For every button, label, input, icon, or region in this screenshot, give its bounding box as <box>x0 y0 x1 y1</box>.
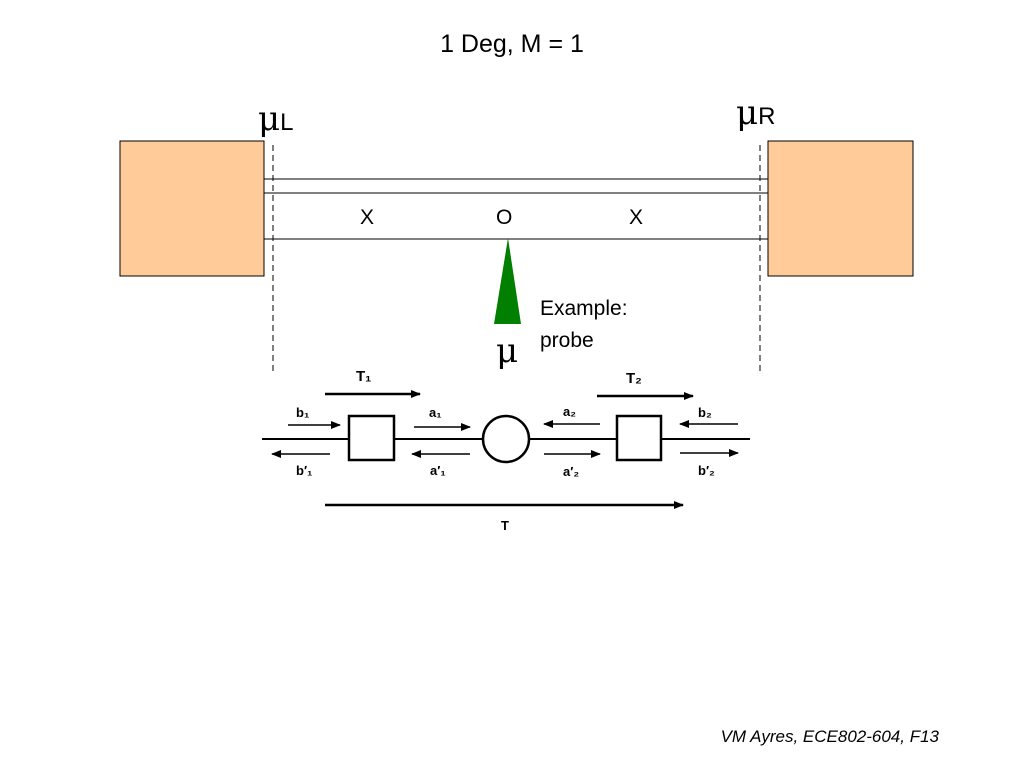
mu-right-label: μR <box>736 96 775 131</box>
label-a1p: a′₁ <box>430 463 446 478</box>
slide-title: 1 Deg, M = 1 <box>440 30 584 58</box>
left-contact <box>119 140 265 277</box>
right-contact <box>767 140 914 277</box>
label-b2: b₂ <box>698 405 712 420</box>
channel-mark-left: X <box>360 206 375 229</box>
mu-probe-symbol: μ <box>496 331 519 371</box>
label-a2: a₂ <box>563 404 576 419</box>
scatterer-left <box>347 414 396 462</box>
probe-caption: Example: probe <box>540 293 628 357</box>
label-T2: T₂ <box>626 370 642 387</box>
probe-caption-line1: Example: <box>540 297 628 320</box>
label-b1: b₁ <box>296 405 309 420</box>
label-T: T <box>501 518 509 533</box>
mu-right-symbol: μ <box>736 93 759 133</box>
scattering-diagram <box>262 390 750 509</box>
probe-caption-line2: probe <box>540 329 594 352</box>
footer-credit: VM Ayres, ECE802-604, F13 <box>720 727 939 746</box>
label-a2p: a′₂ <box>563 464 579 479</box>
label-b2p: b′₂ <box>698 463 715 478</box>
channel-mark-center: O <box>496 206 513 229</box>
label-b1p: b′₁ <box>296 463 312 478</box>
label-T1: T₁ <box>356 368 371 385</box>
label-a1: a₁ <box>429 405 442 420</box>
probe-node <box>481 414 531 464</box>
scatterer-right <box>615 414 663 462</box>
mu-left-subscript: L <box>280 109 294 136</box>
channel-mark-right: X <box>629 206 644 229</box>
mu-left-symbol: μ <box>258 99 281 139</box>
mu-right-subscript: R <box>758 103 776 130</box>
mu-left-label: μL <box>258 102 293 137</box>
probe-tip <box>494 238 521 324</box>
